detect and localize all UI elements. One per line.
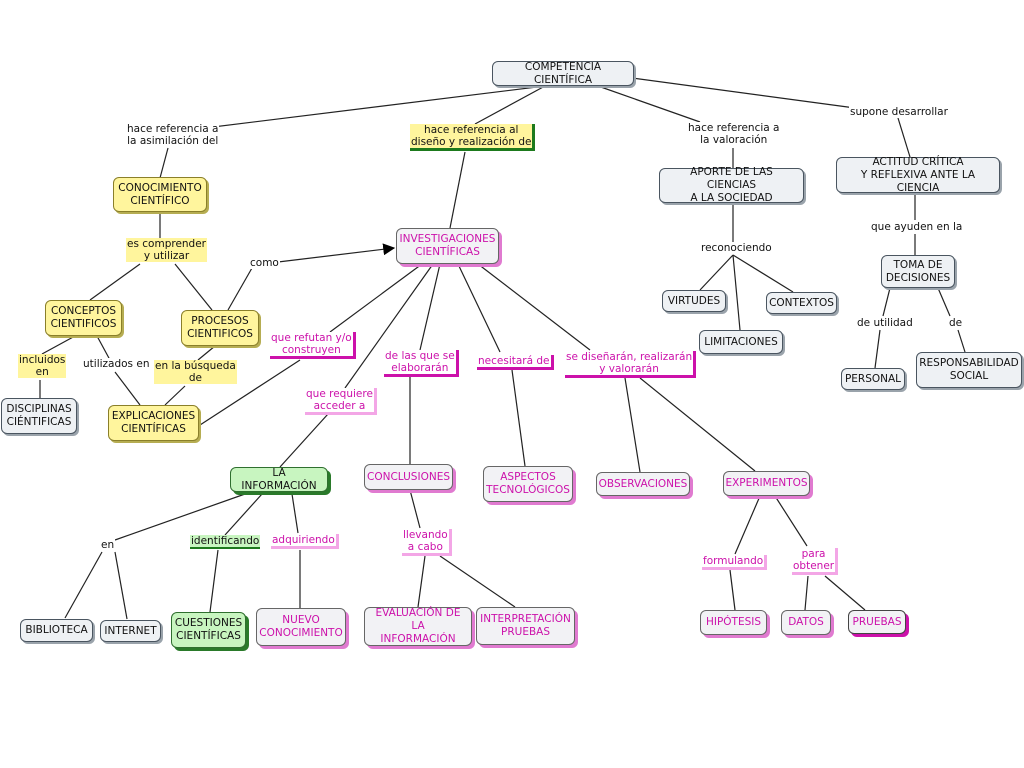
link-en: en xyxy=(100,539,116,551)
node-experimentos[interactable]: EXPERIMENTOS xyxy=(723,471,810,496)
node-disciplinas-cientificas[interactable]: DISCIPLINAS CIÉNTIFICAS xyxy=(1,398,77,434)
link-llevando-cabo: llevando a cabo xyxy=(402,529,452,556)
node-pruebas[interactable]: PRUEBAS xyxy=(848,610,906,634)
link-adquiriendo: adquiriendo xyxy=(271,534,339,549)
node-personal[interactable]: PERSONAL xyxy=(841,368,905,390)
node-limitaciones[interactable]: LIMITACIONES xyxy=(699,330,783,354)
node-aporte-ciencias-sociedad[interactable]: APORTE DE LAS CIENCIAS A LA SOCIEDAD xyxy=(659,166,804,204)
node-la-informacion[interactable]: LA INFORMACIÓN xyxy=(230,467,328,492)
link-identificando: identificando xyxy=(190,535,261,549)
link-requiere-acceder: que requiere acceder a xyxy=(305,388,377,415)
node-evaluacion-informacion[interactable]: EVALUACIÓN DE LA INFORMACIÓN xyxy=(364,607,472,646)
link-diseno-realizacion: hace referencia al diseño y realización … xyxy=(410,124,536,151)
link-refutan-construyen: que refutan y/o construyen xyxy=(270,332,356,359)
link-asimilacion: hace referencia a la asimilación del xyxy=(126,123,220,147)
node-investigaciones-cientificas[interactable]: INVESTIGACIONES CIENTÍFICAS xyxy=(396,228,499,264)
node-hipotesis[interactable]: HIPÓTESIS xyxy=(700,610,767,635)
node-toma-decisiones[interactable]: TOMA DE DECISIONES xyxy=(881,255,955,288)
node-conocimiento-cientifico[interactable]: CONOCIMIENTO CIENTÍFICO xyxy=(113,177,207,212)
link-comprender-utilizar: es comprender y utilizar xyxy=(126,238,208,262)
link-para-obtener: para obtener xyxy=(792,548,839,575)
link-ayuden: que ayuden en la xyxy=(870,221,964,233)
node-procesos-cientificos[interactable]: PROCESOS CIENTIFICOS xyxy=(181,310,259,346)
node-conclusiones[interactable]: CONCLUSIONES xyxy=(364,464,453,490)
node-actitud-critica[interactable]: ACTITUD CRÍTICA Y REFLEXIVA ANTE LA CIEN… xyxy=(836,156,1000,194)
node-responsabilidad-social[interactable]: RESPONSABILIDAD SOCIAL xyxy=(916,352,1022,388)
link-supone-desarrollar: supone desarrollar xyxy=(849,106,949,118)
link-valoracion: hace referencia a la valoración xyxy=(687,122,781,146)
link-busqueda: en la búsqueda de xyxy=(154,360,237,384)
node-virtudes[interactable]: VIRTUDES xyxy=(662,290,726,312)
link-de-utilidad: de utilidad xyxy=(856,317,914,329)
link-disenaran-realizaran: se diseñarán, realizarán y valorarán xyxy=(565,351,697,378)
node-contextos[interactable]: CONTEXTOS xyxy=(766,292,837,314)
node-conceptos-cientificos[interactable]: CONCEPTOS CIENTIFICOS xyxy=(45,300,122,336)
link-reconociendo: reconociendo xyxy=(700,242,773,254)
node-internet[interactable]: INTERNET xyxy=(100,620,161,642)
link-incluidos-en: incluidos en xyxy=(18,354,67,378)
node-interpretacion-pruebas[interactable]: INTERPRETACIÓN PRUEBAS xyxy=(476,607,575,645)
node-nuevo-conocimiento[interactable]: NUEVO CONOCIMIENTO xyxy=(256,608,346,646)
node-cuestiones-cientificas[interactable]: CUESTIONES CIENTÍFICAS xyxy=(171,612,246,648)
link-elaboraran: de las que se elaborarán xyxy=(384,350,459,377)
node-competencia-cientifica[interactable]: COMPETENCIA CIENTÍFICA xyxy=(492,61,634,86)
node-biblioteca[interactable]: BIBLIOTECA xyxy=(20,619,93,642)
node-aspectos-tecnologicos[interactable]: ASPECTOS TECNOLÓGICOS xyxy=(483,466,573,502)
node-observaciones[interactable]: OBSERVACIONES xyxy=(596,472,690,496)
link-formulando: formulando xyxy=(702,555,768,570)
link-de: de xyxy=(948,317,964,329)
link-necesitara: necesitará de xyxy=(477,355,554,370)
link-como: como xyxy=(249,257,280,269)
node-datos[interactable]: DATOS xyxy=(781,610,831,635)
link-utilizados-en: utilizados en xyxy=(82,358,151,370)
node-explicaciones-cientificas[interactable]: EXPLICACIONES CIENTÍFICAS xyxy=(108,405,199,441)
